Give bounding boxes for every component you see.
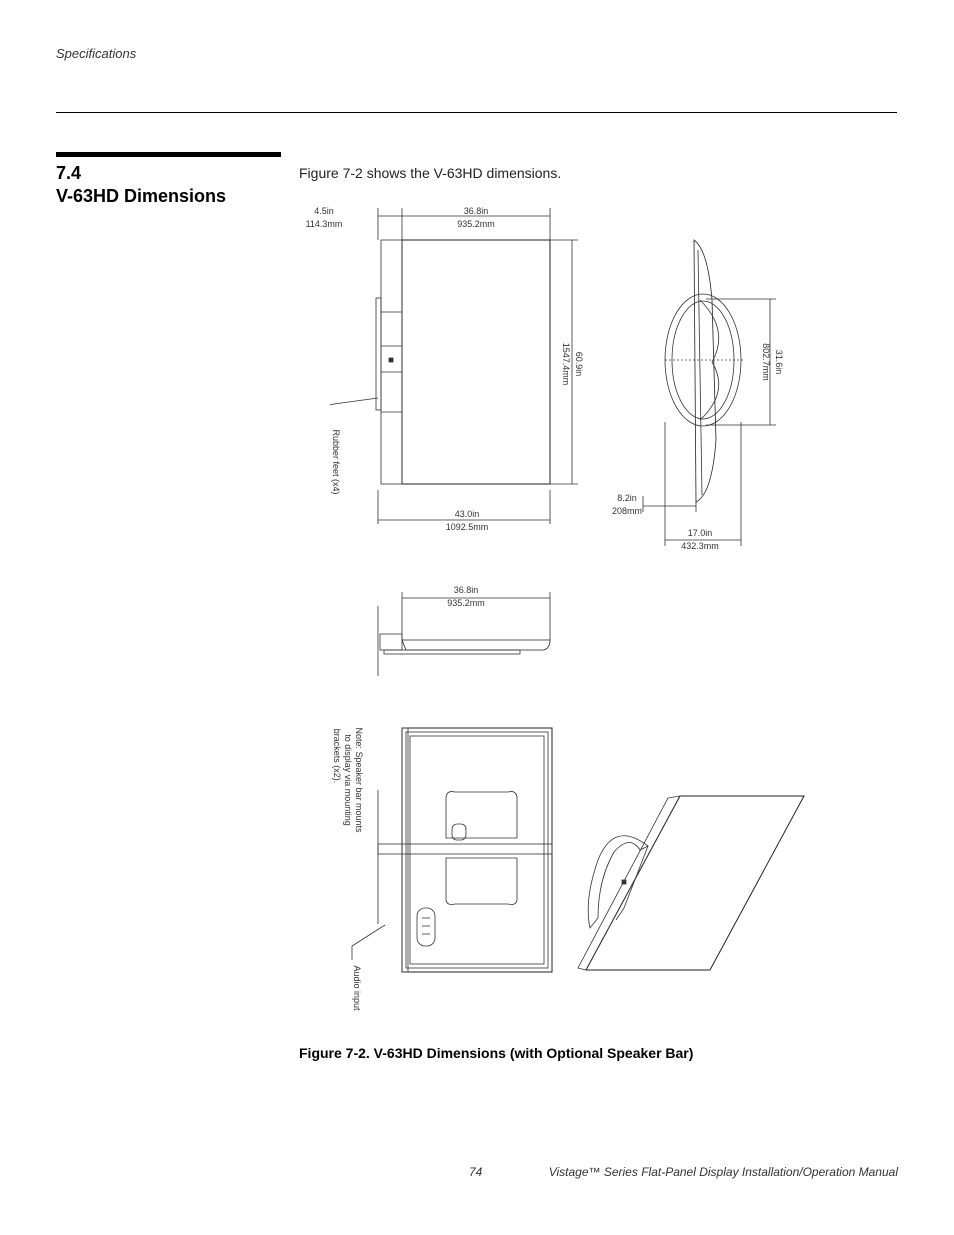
- stand-height-mm: 802.7mm: [761, 343, 771, 381]
- height-mm: 1547.4mm: [561, 343, 571, 386]
- front-depth-in: 4.5in: [314, 206, 334, 216]
- stand-depth-in: 17.0in: [688, 528, 713, 538]
- section-title: V-63HD Dimensions: [56, 186, 227, 206]
- height-in: 60.9in: [574, 352, 584, 377]
- section-rule: [56, 152, 281, 157]
- note-line-1: Note: Speaker bar mounts: [354, 727, 364, 833]
- front-width-mm: 935.2mm: [457, 219, 495, 229]
- top-width-mm: 935.2mm: [447, 598, 485, 608]
- front-depth-mm: 114.3mm: [306, 219, 343, 229]
- header-rule: [56, 112, 897, 113]
- intro-paragraph: Figure 7-2 shows the V-63HD dimensions.: [299, 165, 562, 181]
- top-width-in: 36.8in: [454, 585, 479, 595]
- audio-input-label: Audio input: [352, 965, 362, 1011]
- section-number: 7.4: [56, 163, 82, 183]
- figure-caption: Figure 7-2. V-63HD Dimensions (with Opti…: [299, 1045, 694, 1061]
- stand-depth-mm: 432.3mm: [681, 541, 719, 551]
- stand-height-in: 31.6in: [774, 350, 784, 375]
- foot-in: 8.2in: [617, 493, 637, 503]
- overall-width-mm: 1092.5mm: [446, 522, 489, 532]
- front-view: [329, 208, 578, 524]
- top-view: [377, 592, 551, 676]
- foot-mm: 208mm: [612, 506, 642, 516]
- book-title: Vistage™ Series Flat-Panel Display Insta…: [548, 1165, 898, 1179]
- overall-width-in: 43.0in: [455, 509, 480, 519]
- note-line-2: to display via mounting: [343, 734, 353, 826]
- side-view: [642, 239, 776, 546]
- page-number: 74: [469, 1165, 483, 1179]
- running-head: Specifications: [56, 46, 137, 61]
- front-width-in: 36.8in: [464, 206, 489, 216]
- isometric-view: [577, 795, 805, 971]
- rubber-feet-label: Rubber feet (x4): [331, 429, 341, 494]
- rear-view: [351, 727, 553, 973]
- note-line-3: brackets (x2).: [332, 729, 342, 784]
